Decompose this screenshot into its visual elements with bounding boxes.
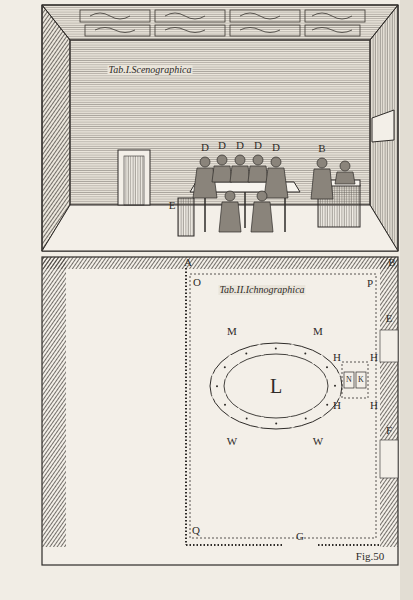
reference-letter: D [200, 142, 210, 153]
reference-letter: W [312, 436, 324, 447]
reference-letter: M [312, 326, 324, 337]
reference-letter: D [235, 140, 245, 151]
reference-letter: Fig.50 [355, 551, 385, 562]
reference-letter: H [369, 400, 379, 411]
reference-letter: P [366, 278, 374, 289]
reference-letter: N [345, 376, 353, 384]
oval-arena: L [208, 341, 344, 431]
reference-letter: W [226, 436, 238, 447]
reference-letter: K [357, 376, 365, 384]
reference-letter: F [385, 425, 393, 436]
reference-letter: O [192, 277, 202, 288]
reference-letter: H [369, 352, 379, 363]
reference-letter: B [317, 143, 326, 154]
reference-letter: B [387, 257, 396, 268]
reference-letter: D [217, 140, 227, 151]
reference-letter: Q [191, 525, 201, 536]
reference-letter: A [183, 257, 193, 268]
reference-letter: D [253, 140, 263, 151]
reference-letter: H [332, 400, 342, 411]
plate-title: Tab.II.Ichnographica [218, 285, 305, 295]
plate-title: Tab.I.Scenographica [108, 65, 193, 75]
area-letter: L [270, 375, 282, 398]
reference-letter: E [385, 313, 394, 324]
reference-letter: E [168, 200, 177, 211]
reference-letter: H [332, 352, 342, 363]
reference-letter: D [271, 142, 281, 153]
reference-letter: M [226, 326, 238, 337]
reference-letter: G [295, 531, 305, 542]
